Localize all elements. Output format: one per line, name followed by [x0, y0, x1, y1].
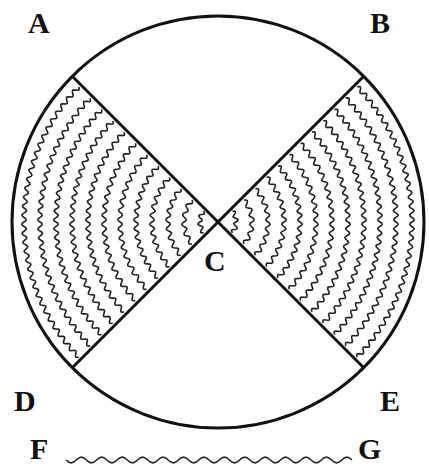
wavy-arc — [198, 211, 205, 233]
point-label: C — [204, 246, 226, 276]
point-label: F — [30, 434, 48, 464]
wavy-arc — [255, 189, 270, 256]
wavy-arc — [118, 155, 147, 290]
wavy-arcs — [22, 87, 414, 358]
wavy-arc — [278, 166, 303, 278]
wavy-arc — [232, 211, 239, 233]
wavy-arc — [134, 166, 159, 278]
point-label: A — [28, 8, 50, 38]
wavy-line — [66, 457, 352, 463]
wavy-arc — [312, 132, 351, 312]
point-label: E — [380, 386, 400, 416]
wavy-arc — [266, 177, 286, 267]
wavy-arc — [244, 200, 255, 244]
diagonal-line — [72, 76, 364, 368]
wavy-arc — [182, 200, 193, 244]
wavy-arc — [166, 189, 181, 256]
outer-circle — [12, 16, 424, 428]
wavy-arc — [102, 143, 136, 300]
wavy-arc — [70, 121, 113, 324]
wavy-arc — [300, 143, 334, 300]
point-label: D — [14, 386, 36, 416]
wavy-arc — [22, 87, 79, 358]
wavy-arc — [357, 87, 414, 358]
wavy-arc — [289, 155, 318, 290]
point-label: G — [358, 434, 381, 464]
wavy-arc — [323, 121, 366, 324]
point-label: B — [370, 8, 390, 38]
wavy-arc — [86, 132, 125, 312]
diagonal-line — [72, 76, 364, 368]
wavy-line — [66, 457, 352, 463]
wavy-arc — [150, 177, 170, 267]
